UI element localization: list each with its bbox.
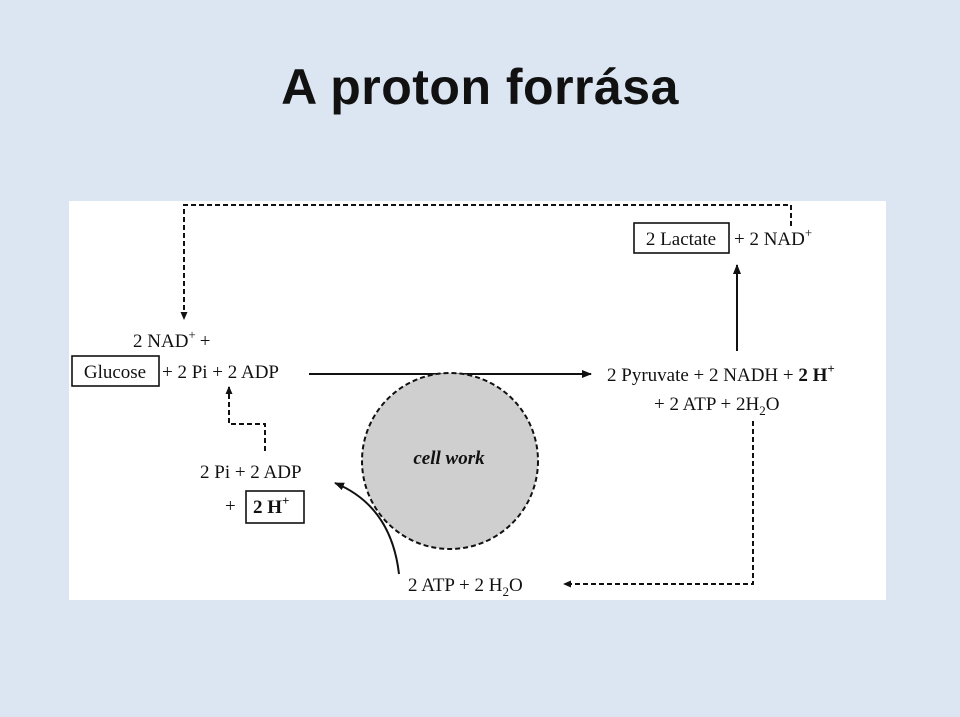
- nad-reactant: 2 NAD++: [133, 327, 210, 352]
- atp-dashed-return-arrow: [563, 421, 754, 588]
- atp-hydrolysis-curved-arrow: [334, 482, 400, 575]
- atp-water-products: + 2 ATP + 2H2O: [654, 394, 779, 418]
- lactate-nad: + 2 NAD+: [734, 225, 812, 250]
- proton-label: 2 H+: [253, 493, 289, 518]
- nad-recycle-dashed-arrow: [180, 204, 792, 320]
- lactate-box: [633, 222, 730, 254]
- pyruvate-products: 2 Pyruvate + 2 NADH + 2 H+: [607, 361, 835, 386]
- lactate-label: 2 Lactate: [646, 229, 716, 250]
- slide-title: A proton forrása: [281, 59, 679, 115]
- diagram-canvas: 2 Lactate + 2 NAD+ 2 NAD++ Glucose + 2 P…: [71, 204, 835, 599]
- cell-work-circle: [361, 372, 539, 550]
- proton-box: [245, 490, 305, 524]
- glucose-box: [71, 355, 160, 387]
- pi-adp-recycle-dashed-arrow: [225, 386, 266, 451]
- glycolysis-diagram: 2 Lactate + 2 NAD+ 2 NAD++ Glucose + 2 P…: [69, 201, 886, 600]
- bottom-atp-water: 2 ATP + 2 H2O: [408, 575, 523, 599]
- glucose-label: Glucose: [84, 362, 146, 383]
- plus-h-sign: +: [225, 496, 236, 517]
- cell-work-label: cell work: [413, 448, 485, 469]
- pi-adp-products: 2 Pi + 2 ADP: [200, 462, 302, 483]
- glucose-reactants: + 2 Pi + 2 ADP: [162, 362, 279, 383]
